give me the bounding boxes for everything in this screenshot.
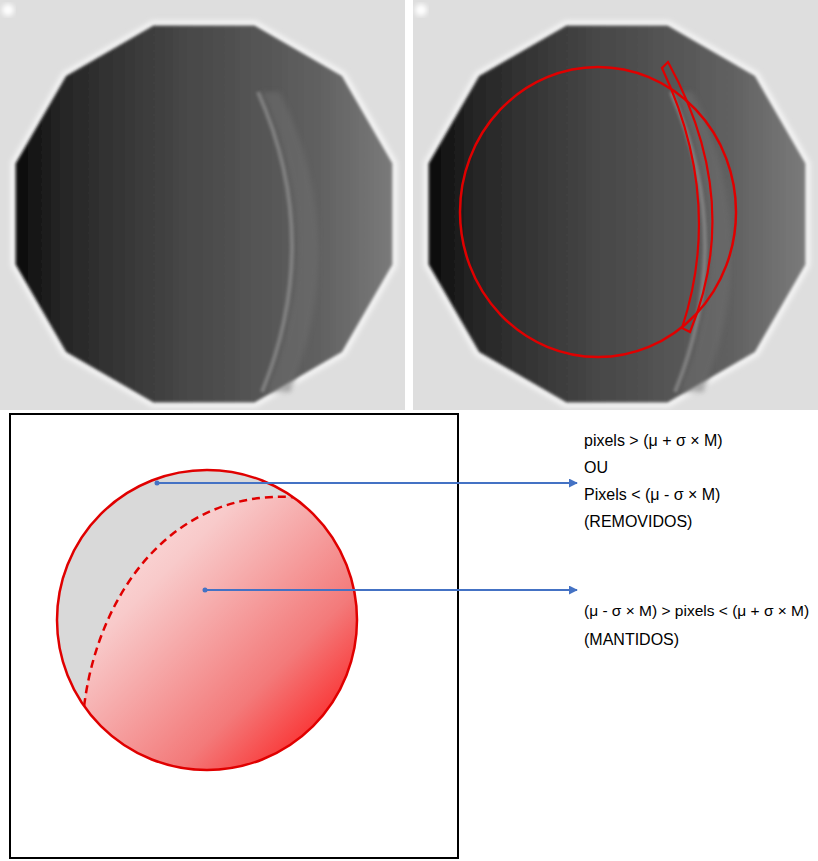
annotation-text: (MANTIDOS)	[584, 626, 679, 653]
annotation-text: (μ - σ × M) > pixels < (μ + σ × M)	[584, 597, 809, 624]
removed-region	[57, 470, 293, 706]
original-photo	[0, 0, 405, 410]
speck	[415, 4, 427, 16]
edge-halo	[11, 21, 397, 407]
light-streak	[258, 92, 292, 392]
photo-background	[413, 0, 818, 410]
threshold-boundary	[84, 497, 293, 706]
dark-object	[16, 26, 393, 403]
leader-start	[155, 481, 160, 486]
dark-object	[429, 26, 806, 403]
leader-arrow	[205, 589, 577, 591]
leader-start	[203, 588, 208, 593]
kept-region	[57, 470, 357, 770]
crescent-contour	[662, 62, 712, 332]
annotation-text: OU	[584, 454, 608, 481]
annotation-text: pixels > (μ + σ × M)	[584, 427, 723, 454]
annotation-text: (REMOVIDOS)	[584, 508, 692, 535]
annotation-text: Pixels < (μ - σ × M)	[584, 481, 720, 508]
region-outline	[57, 470, 357, 770]
segmented-photo	[413, 0, 818, 410]
edge-halo	[424, 21, 810, 407]
segmentation-contour	[460, 67, 736, 357]
leader-arrow	[157, 482, 577, 484]
speck	[2, 4, 14, 16]
schematic-frame	[10, 414, 458, 858]
photo-background	[0, 0, 405, 410]
